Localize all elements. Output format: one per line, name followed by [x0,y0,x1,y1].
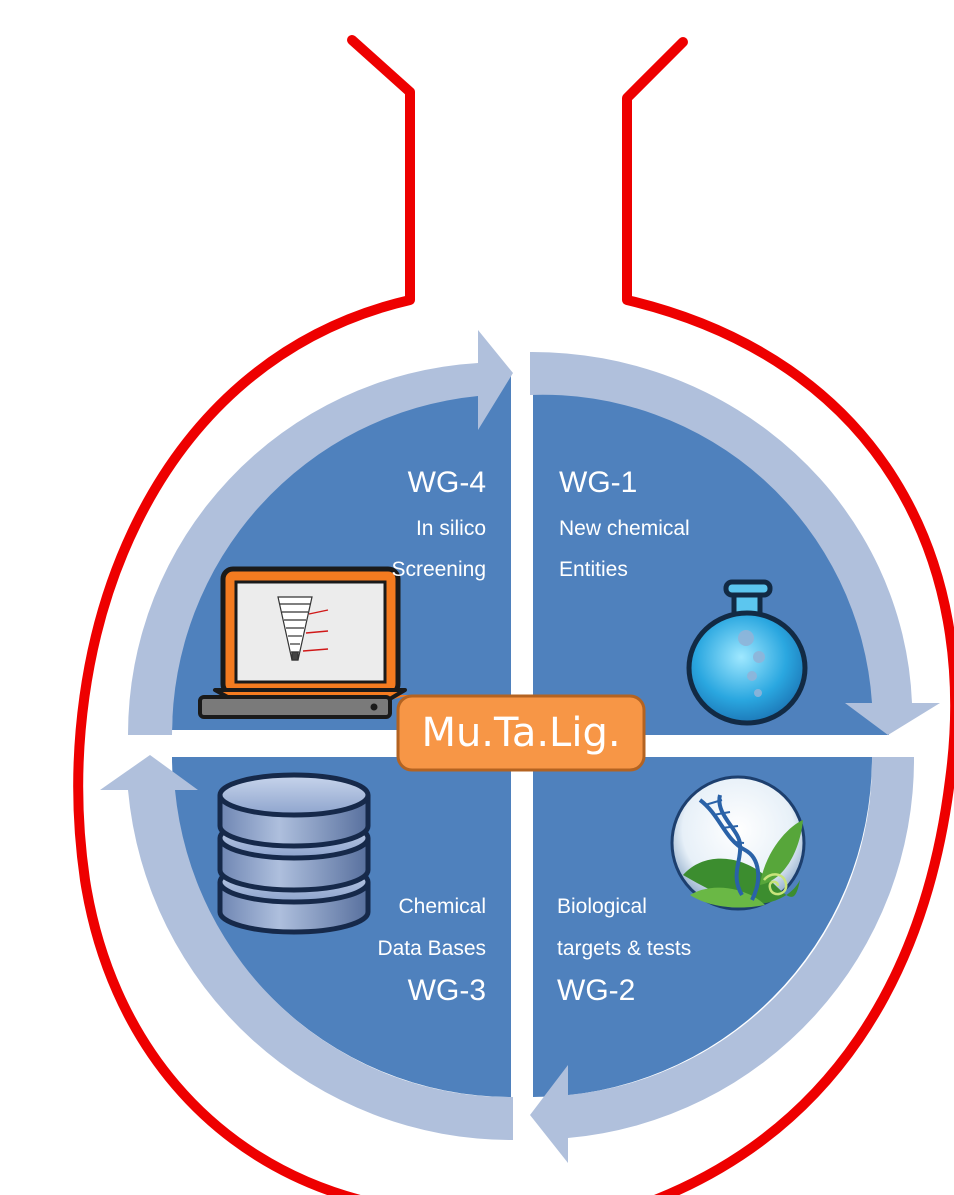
laptop-icon [198,566,410,719]
wg4-desc-line2: Screening [391,558,486,581]
wg1-title: WG-1 [559,466,637,499]
wg3-desc-line2: Data Bases [377,937,486,960]
database-icon [217,772,371,935]
cycle-arrow-bottom-left [100,755,513,1141]
wg2-desc-line1: Biological [557,895,647,918]
funnel-arrows [302,609,329,652]
flask-outline-left [73,35,415,1195]
dna-leaf-icon [670,775,806,911]
center-label-box: Mu.Ta.Lig. [396,694,646,772]
wg2-desc-line2: targets & tests [557,937,691,960]
cycle-arrows [100,330,940,1163]
wg2-title: WG-2 [557,974,635,1007]
wg3-desc-line1: Chemical [398,895,486,918]
wg1-desc-line2: Entities [559,558,628,581]
center-label: Mu.Ta.Lig. [421,710,620,756]
wg4-title: WG-4 [408,466,486,499]
flask-icon [686,579,808,726]
cycle-arrow-top-left [127,330,513,735]
cycle-arrow-bottom-right [530,757,915,1163]
wg3-title: WG-3 [408,974,486,1007]
cycle-arrow-top-right [530,351,940,735]
wg1-desc-line1: New chemical [559,517,690,540]
wg4-desc-line1: In silico [416,517,486,540]
funnel-graphic [277,596,313,661]
